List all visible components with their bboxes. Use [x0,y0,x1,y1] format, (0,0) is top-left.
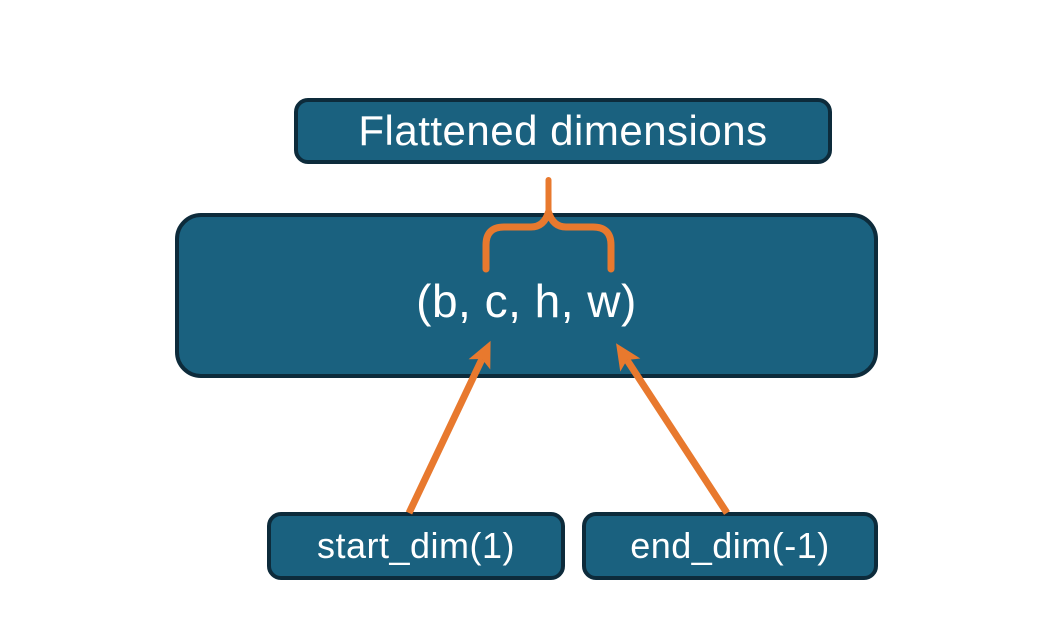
start-dim-box: start_dim(1) [267,512,565,580]
end-dim-label: end_dim(-1) [630,525,830,566]
end-dim-arrow [616,343,730,515]
flattened-dimensions-box: Flattened dimensions [294,98,832,164]
tensor-shape-box: (b, c, h, w) [175,213,878,378]
flattened-dimensions-label: Flattened dimensions [358,107,768,154]
start-dim-label: start_dim(1) [316,525,516,566]
tensor-shape-label: (b, c, h, w) [416,274,637,327]
end-dim-box: end_dim(-1) [582,512,878,580]
start-dim-arrow [405,340,491,515]
